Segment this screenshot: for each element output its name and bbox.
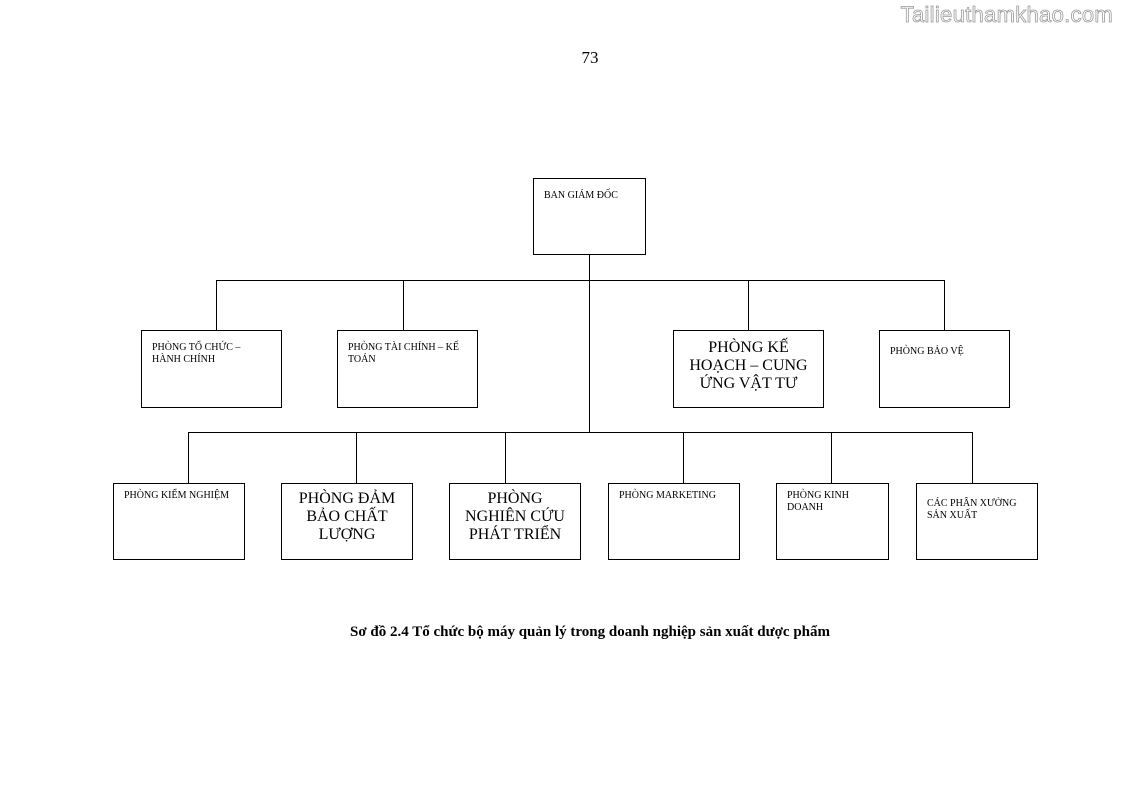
node-phong-kiem-nghiem: PHÒNG KIỂM NGHIỆM [113,483,245,560]
node-phong-to-chuc-hanh-chinh: PHÒNG TỔ CHỨC – HÀNH CHÍNH [141,330,282,408]
node-phong-kinh-doanh: PHÒNG KINH DOANH [776,483,889,560]
node-phong-marketing: PHÒNG MARKETING [608,483,740,560]
node-phong-nghien-cuu-phat-trien: PHÒNG NGHIÊN CỨU PHÁT TRIỂN [449,483,581,560]
node-phong-ke-hoach-cung-ung: PHÒNG KẾ HOẠCH – CUNG ỨNG VẬT TƯ [673,330,824,408]
node-phong-bao-ve: PHÒNG BẢO VỆ [879,330,1010,408]
watermark: Tailieuthamkhao.com [900,2,1113,28]
page-number: 73 [581,48,599,67]
node-ban-giam-doc: BAN GIÁM ĐỐC [533,178,646,255]
node-phong-dam-bao-chat-luong: PHÒNG ĐẢM BẢO CHẤT LƯỢNG [281,483,413,560]
node-phong-tai-chinh-ke-toan: PHÒNG TÀI CHÍNH – KẾ TOÁN [337,330,478,408]
diagram-caption: Sơ đồ 2.4 Tổ chức bộ máy quản lý trong d… [349,624,831,640]
node-cac-phan-xuong-san-xuat: CÁC PHÂN XƯỞNG SẢN XUẤT [916,483,1038,560]
